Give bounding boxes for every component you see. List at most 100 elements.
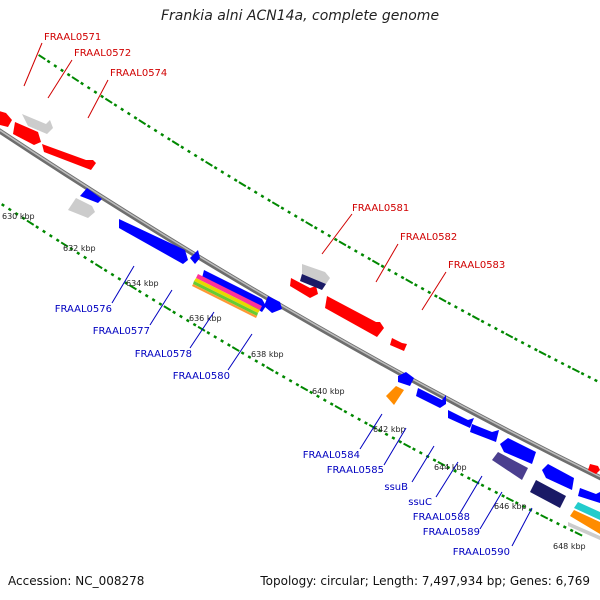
- gene-arrow[interactable]: [416, 388, 446, 408]
- scale-tick: [46, 59, 51, 64]
- gene-arrow[interactable]: [588, 464, 600, 474]
- scale-tick: [338, 240, 347, 247]
- gene-arrow[interactable]: [119, 219, 188, 264]
- scale-tick: [520, 340, 525, 345]
- scale-tick: [247, 355, 252, 359]
- scale-tick: [60, 68, 64, 73]
- gene-label-bottom[interactable]: ssuB: [384, 482, 408, 493]
- rna-band[interactable]: [193, 281, 258, 316]
- gene-arrow[interactable]: [448, 410, 474, 428]
- scale-tick: [266, 366, 274, 372]
- gene-arrow[interactable]: [530, 480, 566, 508]
- gene-arrow[interactable]: [492, 452, 528, 480]
- scale-tick: [160, 132, 165, 137]
- gene-arrow[interactable]: [190, 250, 200, 264]
- gene-arrow[interactable]: [13, 122, 41, 145]
- map-title: Frankia alni ACN14a, complete genome: [160, 8, 440, 24]
- scale-tick: [42, 229, 46, 234]
- scale-tick: [412, 447, 416, 451]
- scale-tick: [364, 421, 368, 425]
- scale-tick: [213, 166, 218, 170]
- gene-arrow[interactable]: [325, 296, 384, 337]
- gene-label-top[interactable]: FRAAL0583: [448, 260, 505, 271]
- scale-tick: [367, 256, 372, 261]
- tick-label: 648 kbp: [553, 542, 586, 551]
- top-gene-labels: [23, 42, 447, 311]
- rna-band[interactable]: [194, 278, 260, 313]
- scale-tick: [113, 103, 118, 107]
- scale-tick: [547, 354, 552, 359]
- gene-arrow[interactable]: [578, 488, 600, 503]
- scale-tick: [110, 272, 115, 277]
- gene-label-top[interactable]: FRAAL0572: [74, 48, 131, 59]
- scale-tick: [353, 249, 358, 253]
- rna-band[interactable]: [196, 274, 262, 310]
- gene-label-bottom[interactable]: FRAAL0590: [453, 547, 510, 558]
- gene-label-top[interactable]: FRAAL0581: [352, 203, 409, 214]
- scale-tick: [71, 76, 80, 83]
- scale-tick: [247, 186, 251, 191]
- scale-tick: [53, 64, 58, 68]
- gene-arrow[interactable]: [470, 424, 499, 442]
- scale-tick: [380, 264, 385, 269]
- scale-tick: [179, 314, 183, 319]
- gene-label-top[interactable]: FRAAL0571: [44, 32, 101, 43]
- scale-tick: [80, 81, 84, 86]
- gene-arrow[interactable]: [386, 386, 404, 405]
- gene-arrow[interactable]: [302, 264, 330, 284]
- scale-tick: [569, 528, 574, 533]
- scale-tick: [467, 312, 472, 317]
- scale-tick: [413, 283, 418, 287]
- scale-tick: [446, 465, 451, 470]
- scale-tick: [21, 216, 26, 221]
- scale-tick: [76, 251, 81, 256]
- scale-tick: [231, 346, 240, 352]
- gene-arrow[interactable]: [68, 198, 95, 218]
- scale-tick: [438, 296, 447, 303]
- gene-label-top[interactable]: FRAAL0574: [110, 68, 167, 79]
- gene-label-bottom[interactable]: FRAAL0577: [93, 326, 150, 337]
- gene-label-bottom[interactable]: FRAAL0578: [135, 349, 192, 360]
- gene-arrow[interactable]: [80, 188, 102, 203]
- scale-tick: [574, 531, 583, 537]
- gene-arrow[interactable]: [500, 438, 536, 464]
- tick-labels: 630 kbp 632 kbp 634 kbp 636 kbp 638 kbp …: [2, 212, 586, 551]
- scale-tick: [403, 442, 412, 449]
- gene-arrow[interactable]: [390, 338, 407, 351]
- gene-arrow[interactable]: [264, 296, 282, 313]
- gene-arrow[interactable]: [42, 144, 96, 170]
- gene-arrow[interactable]: [0, 110, 12, 127]
- scale-tick: [281, 375, 286, 379]
- gene-label-bottom[interactable]: FRAAL0584: [303, 450, 360, 461]
- rna-band[interactable]: [192, 284, 257, 318]
- gene-arrow[interactable]: [300, 274, 326, 290]
- scale-tick: [193, 153, 198, 158]
- gene-arrow[interactable]: [22, 114, 53, 134]
- gene-label-bottom[interactable]: ssuC: [408, 497, 432, 508]
- gene-label-bottom[interactable]: FRAAL0580: [173, 371, 230, 382]
- scale-tick: [494, 490, 499, 495]
- gene-arrow[interactable]: [398, 372, 414, 386]
- gene-label-bottom[interactable]: FRAAL0585: [327, 465, 384, 476]
- scale-tick: [60, 241, 69, 248]
- scale-tick: [377, 428, 382, 433]
- scale-tick: [480, 319, 485, 324]
- gene-label-top[interactable]: FRAAL0582: [400, 232, 457, 243]
- gene-arrow[interactable]: [574, 502, 600, 520]
- accession-label: Accession: NC_008278: [8, 574, 145, 588]
- gene-label-bottom[interactable]: FRAAL0588: [413, 512, 470, 523]
- gene-label-bottom[interactable]: FRAAL0576: [55, 304, 112, 315]
- scale-tick: [560, 361, 565, 366]
- scale-tick: [151, 298, 156, 302]
- tick-label: 638 kbp: [251, 350, 284, 359]
- scale-tick: [293, 214, 298, 218]
- gene-arrow[interactable]: [570, 510, 600, 534]
- gene-label-bottom[interactable]: FRAAL0589: [423, 527, 480, 538]
- scale-tick: [146, 124, 151, 129]
- gene-arrow[interactable]: [290, 278, 318, 298]
- scale-tick: [437, 461, 446, 467]
- scale-tick: [7, 207, 12, 212]
- gene-arrow[interactable]: [542, 464, 574, 490]
- scale-tick: [527, 344, 532, 348]
- gene-arrow[interactable]: [568, 522, 600, 540]
